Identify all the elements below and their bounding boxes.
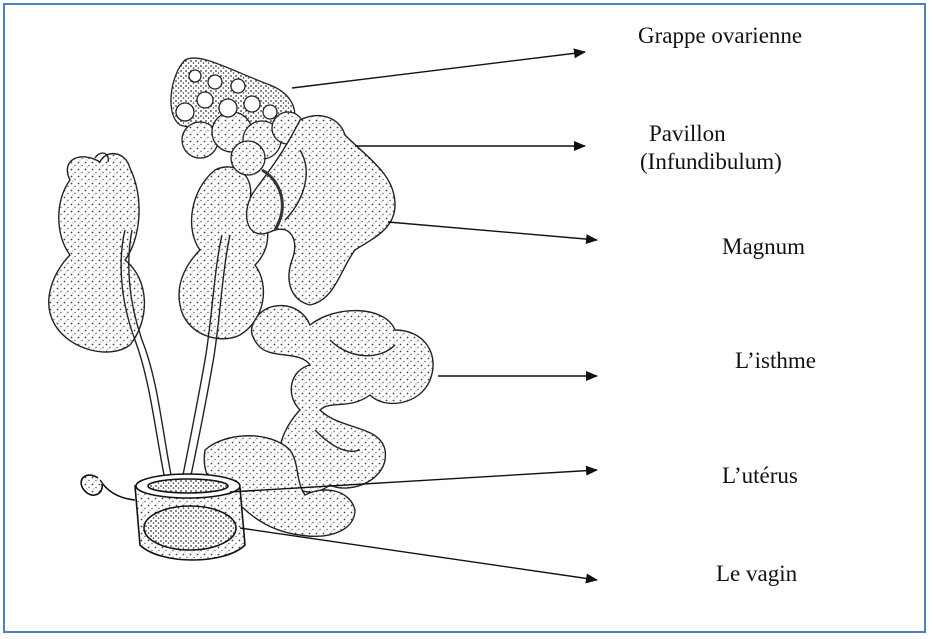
- label-grappe-ovarienne: Grappe ovarienne: [638, 22, 802, 50]
- label-magnum: Magnum: [722, 233, 805, 261]
- label-pavillon: Pavillon: [649, 120, 726, 148]
- label-isthme: L’isthme: [735, 347, 816, 375]
- arrow-vagin: [240, 528, 597, 580]
- label-vagin: Le vagin: [716, 560, 797, 588]
- label-uterus: L’utérus: [722, 462, 798, 490]
- arrow-grappe: [292, 52, 585, 88]
- arrow-magnum: [388, 222, 597, 240]
- vagin-drawing: [81, 474, 245, 560]
- label-infundibulum: (Infundibulum): [640, 148, 782, 176]
- left-oviduct: [49, 153, 172, 480]
